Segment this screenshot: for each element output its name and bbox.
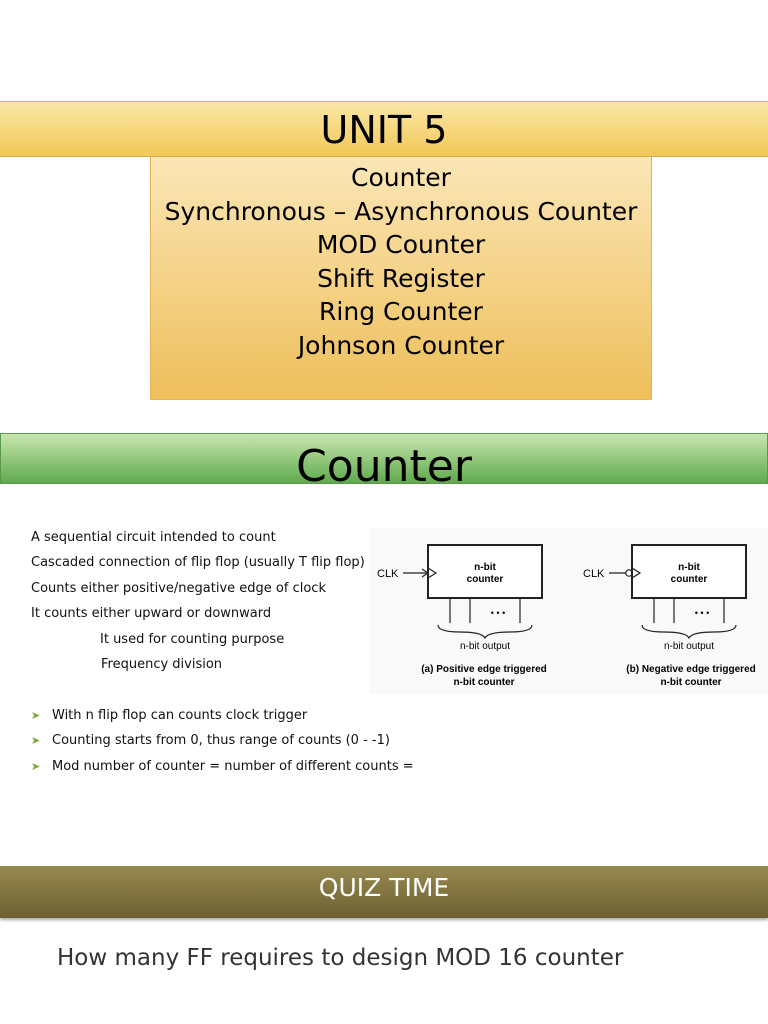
output-dots: • • •: [491, 608, 505, 618]
output-dots: • • •: [695, 608, 709, 618]
topic-item: Shift Register: [317, 263, 485, 293]
description-line: Cascaded connection of flip flop (usuall…: [31, 555, 365, 571]
counter-description: A sequential circuit intended to count C…: [31, 527, 376, 679]
quiz-title: QUIZ TIME: [318, 873, 450, 902]
clk-label: CLK: [377, 568, 399, 580]
diagram-caption: (a) Positive edge triggered: [421, 664, 547, 675]
output-brace-icon: [641, 624, 737, 640]
counter-block: [631, 544, 747, 599]
clk-label: CLK: [583, 568, 605, 580]
counter-diagram: CLK n-bit counter • • • n-bit output (a)…: [370, 528, 768, 694]
description-subline: It used for counting purpose: [100, 631, 285, 647]
negative-edge-counter: CLK n-bit counter • • • n-bit output (b)…: [583, 544, 756, 688]
output-label: n-bit output: [664, 641, 714, 652]
topic-item: Counter: [351, 163, 451, 192]
unit-title-bar: UNIT 5: [0, 101, 768, 157]
counter-block: [427, 544, 543, 599]
unit-title: UNIT 5: [320, 108, 448, 152]
topics-box: Counter Synchronous – Asynchronous Count…: [150, 157, 652, 400]
block-label: counter: [671, 574, 708, 585]
block-label: n-bit: [678, 562, 700, 573]
topic-item: MOD Counter: [316, 230, 486, 260]
positive-edge-counter: CLK n-bit counter • • • n-bit output (a)…: [377, 544, 547, 688]
note-item: ➤ With n flip flop can counts clock trigg…: [31, 705, 414, 730]
counter-title: Counter: [296, 441, 472, 484]
edge-trigger-icon: [427, 567, 438, 579]
counter-title-bar: Counter: [0, 433, 768, 484]
topic-item: Johnson Counter: [297, 330, 505, 360]
topic-item: Synchronous – Asynchronous Counter: [164, 196, 638, 226]
counter-notes: ➤ With n flip flop can counts clock trigg…: [31, 705, 414, 781]
note-item: ➤ Counting starts from 0, thus range of c…: [31, 730, 414, 755]
topic-item: Ring Counter: [319, 297, 483, 327]
description-line: Counts either positive/negative edge of …: [31, 580, 326, 596]
quiz-title-bar: QUIZ TIME: [0, 866, 768, 918]
block-label: counter: [467, 574, 504, 585]
block-label: n-bit: [474, 562, 496, 573]
arrow-bullet-icon: ➤: [31, 759, 41, 773]
description-subline: Frequency division: [101, 656, 223, 672]
note-text: Mod number of counter = number of differ…: [52, 758, 414, 774]
quiz-question: How many FF requires to design MOD 16 co…: [57, 945, 624, 971]
counter-diagram-svg: CLK n-bit counter • • • n-bit output (a)…: [377, 544, 756, 688]
output-label: n-bit output: [460, 641, 510, 652]
output-brace-icon: [437, 624, 533, 640]
arrow-bullet-icon: ➤: [31, 734, 41, 748]
description-line: It counts either upward or downward: [31, 606, 272, 622]
arrow-bullet-icon: ➤: [31, 709, 41, 722]
diagram-caption: n-bit counter: [453, 677, 514, 688]
note-item: ➤ Mod number of counter = number of diffe…: [31, 756, 414, 781]
edge-trigger-icon: [631, 567, 642, 579]
note-text: With n flip flop can counts clock trigge…: [52, 708, 308, 723]
diagram-caption: (b) Negative edge triggered: [626, 664, 755, 675]
diagram-caption: n-bit counter: [660, 677, 721, 688]
note-text: Counting starts from 0, thus range of co…: [52, 733, 390, 749]
description-line: A sequential circuit intended to count: [31, 530, 276, 545]
